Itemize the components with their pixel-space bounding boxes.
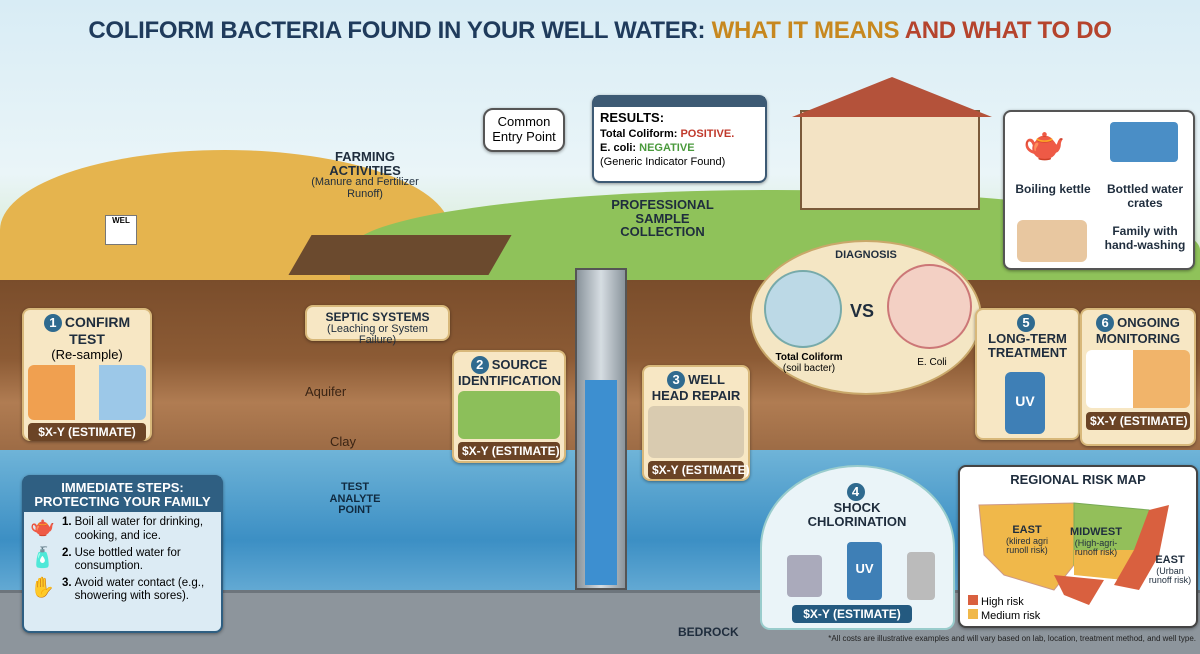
ecoli-icon bbox=[887, 264, 972, 349]
analyte-label: TEST ANALYTE POINT bbox=[329, 481, 381, 517]
chlorine-container-icon bbox=[787, 555, 822, 597]
kettle-icon: 🫖 bbox=[30, 516, 55, 539]
region-midwest: MIDWEST(High-agri-runoff risk) bbox=[1070, 526, 1122, 557]
aquifer-label: Aquifer bbox=[305, 384, 347, 399]
kettle-label: Boiling kettle bbox=[1015, 182, 1091, 196]
farming-label: FARMING ACTIVITIES(Manure and Fertilizer… bbox=[311, 149, 419, 200]
hand-icon: ✋ bbox=[30, 577, 55, 600]
septic-label: SEPTIC SYSTEMS(Leaching or System Failur… bbox=[305, 305, 450, 346]
risk-map-title: REGIONAL RISK MAP bbox=[1010, 472, 1146, 487]
cost-badge: $X-Y (ESTIMATE) bbox=[792, 605, 912, 623]
fertilizer-bag: WEL bbox=[105, 215, 137, 245]
family-label: Family with hand-washing bbox=[1104, 224, 1186, 252]
cost-badge: $X-Y (ESTIMATE) bbox=[28, 422, 146, 441]
uv-system-icon: UV bbox=[847, 542, 882, 600]
immediate-steps-title: IMMEDIATE STEPS: PROTECTING YOUR FAMILY bbox=[24, 477, 221, 513]
septic-field bbox=[288, 235, 512, 275]
results-window: RESULTS: Total Coliform: POSITIVE. E. co… bbox=[592, 95, 767, 183]
kettle-icon: 🫖 bbox=[1023, 125, 1066, 163]
bottle-crate-icon bbox=[1110, 122, 1178, 162]
bedrock-label: BEDROCK bbox=[678, 625, 739, 639]
calendar-icon bbox=[1086, 349, 1190, 408]
regional-risk-map: REGIONAL RISK MAP EAST(klired agri runol… bbox=[958, 465, 1198, 628]
uv-system-icon: UV bbox=[1005, 372, 1045, 434]
cost-badge: $X-Y (ESTIMATE) bbox=[1086, 411, 1190, 430]
diagnosis-panel: DIAGNOSIS VS Total Coliform(soil bacter)… bbox=[750, 240, 982, 395]
cost-badge: $X-Y (ESTIMATE) bbox=[458, 441, 560, 460]
cost-badge: $X-Y (ESTIMATE) bbox=[648, 460, 750, 479]
coliform-label: Total Coliform(soil bacter) bbox=[775, 352, 843, 374]
family-illustration bbox=[1017, 220, 1087, 262]
risk-legend: High risk Medium risk bbox=[968, 595, 1040, 623]
page-title: COLIFORM BACTERIA FOUND IN YOUR WELL WAT… bbox=[88, 17, 1112, 44]
us-map bbox=[978, 502, 1169, 605]
house bbox=[792, 77, 992, 210]
diagnosis-title: DIAGNOSIS bbox=[835, 249, 897, 261]
clay-label: Clay bbox=[330, 434, 357, 449]
region-west: EAST(klired agri runoll risk) bbox=[1005, 524, 1048, 555]
bottle-icon: 🧴 bbox=[30, 546, 55, 569]
region-east: EAST(Urban runoff risk) bbox=[1148, 554, 1192, 585]
bottles-label: Bottled water crates bbox=[1106, 182, 1183, 210]
vs-label: VS bbox=[850, 301, 875, 321]
well-casing bbox=[575, 268, 627, 590]
entry-point-bubble: Common Entry Point bbox=[483, 108, 565, 152]
technician-illustration bbox=[28, 364, 146, 420]
coliform-icon bbox=[764, 270, 842, 348]
household-measures-panel: 🫖 Boiling kettle Bottled water crates Fa… bbox=[1003, 110, 1195, 270]
filter-icon bbox=[907, 552, 935, 600]
repair-illustration bbox=[648, 405, 744, 458]
field-inspection-illustration bbox=[458, 390, 560, 439]
footnote: *All costs are illustrative examples and… bbox=[828, 634, 1196, 643]
ecoli-label: E. Coli bbox=[917, 357, 947, 368]
immediate-steps-panel: IMMEDIATE STEPS: PROTECTING YOUR FAMILY … bbox=[22, 475, 223, 633]
sample-collection-label: PROFESSIONAL SAMPLE COLLECTION bbox=[611, 197, 714, 240]
